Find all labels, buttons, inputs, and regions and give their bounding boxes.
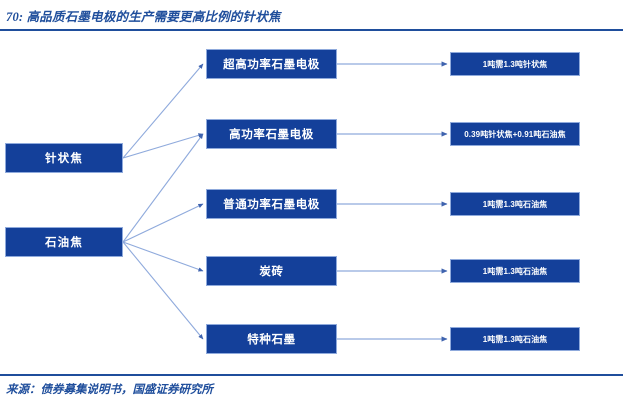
node-ratio-special[interactable]: 1吨需1.3吨石油焦 [450,327,580,351]
node-ratio-uhp[interactable]: 1吨需1.3吨针状焦 [450,52,580,76]
node-rp-graphite-electrode[interactable]: 普通功率石墨电极 [206,189,337,219]
header-divider [0,29,623,31]
edge-needlecoke-to-hp [122,133,204,159]
node-needle-coke[interactable]: 针状焦 [5,143,123,173]
footer-divider [0,374,623,376]
node-ratio-hp[interactable]: 0.39吨针状焦+0.91吨石油焦 [450,122,580,146]
node-uhp-graphite-electrode[interactable]: 超高功率石墨电极 [206,49,337,79]
edge-petcoke-to-brick [122,241,204,272]
node-carbon-brick[interactable]: 炭砖 [206,256,337,286]
edge-petcoke-to-special [122,241,204,340]
node-hp-graphite-electrode[interactable]: 高功率石墨电极 [206,119,337,149]
node-special-graphite[interactable]: 特种石墨 [206,324,337,354]
node-ratio-brick[interactable]: 1吨需1.3吨石油焦 [450,259,580,283]
edge-needlecoke-to-uhp [122,63,204,159]
node-ratio-rp[interactable]: 1吨需1.3吨石油焦 [450,192,580,216]
source-citation: 来源：债券募集说明书，国盛证券研究所 [6,384,213,396]
edge-petcoke-to-hp [122,133,204,243]
edge-petcoke-to-rp [122,203,204,243]
page-title: 70: 高品质石墨电极的生产需要更高比例的针状焦 [6,10,281,24]
node-petroleum-coke[interactable]: 石油焦 [5,227,123,257]
